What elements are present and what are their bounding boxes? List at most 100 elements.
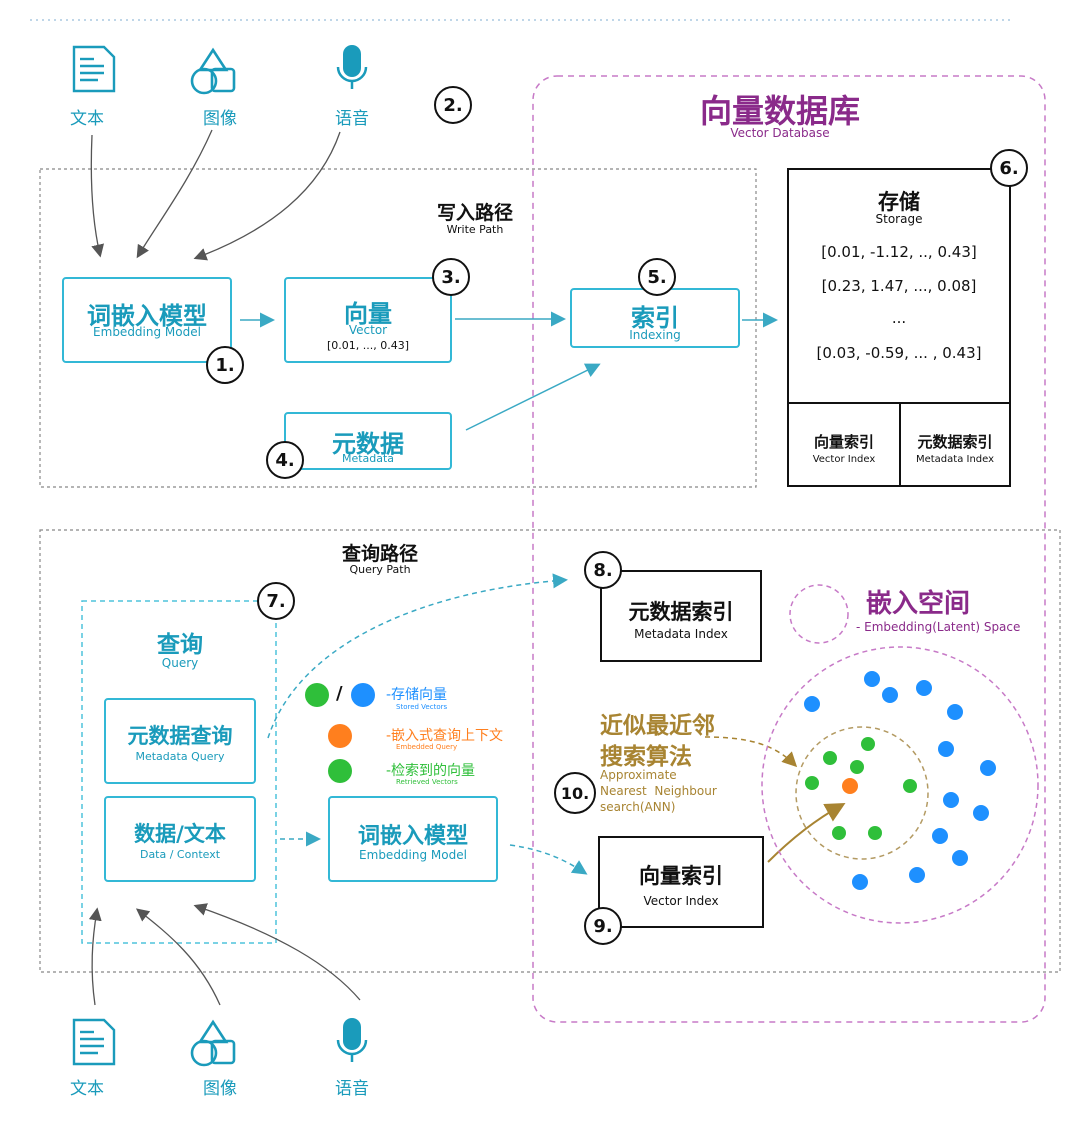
modality-label-image-top: 图像 xyxy=(203,109,237,129)
vector-index-zh: 向量索引 xyxy=(639,864,723,888)
stored-vector-point xyxy=(932,828,948,844)
arrow-image-to-query xyxy=(135,908,221,1006)
write-path-region xyxy=(39,168,757,488)
arrow-metadata-to-indexing xyxy=(465,363,601,431)
data-context-box: 数据/文本 Data / Context xyxy=(104,796,256,882)
retrieved-vector-point xyxy=(861,737,875,751)
image-icon-top xyxy=(190,47,236,95)
stored-vector-point xyxy=(909,867,925,883)
query-path-subtitle: Query Path xyxy=(349,563,411,576)
indexing-box: 索引 Indexing xyxy=(570,288,740,348)
stored-vector-point xyxy=(980,760,996,776)
text-icon-top xyxy=(72,45,116,93)
metadata-en: Metadata xyxy=(341,452,395,465)
embedding-model-write-box: 词嵌入模型 Embedding Model xyxy=(62,277,232,363)
storage-box: 存储 Storage [0.01, -1.12, .., 0.43] [0.23… xyxy=(787,168,1011,487)
vector-db-region xyxy=(532,75,1046,1023)
stored-vector-point xyxy=(804,696,820,712)
vector-en: Vector xyxy=(348,323,388,337)
modality-label-text-top: 文本 xyxy=(70,109,104,129)
query-group-zh: 查询 xyxy=(157,632,203,658)
step-badge-9: 9. xyxy=(584,907,622,945)
ann-en-line1: Approximate xyxy=(600,768,677,782)
storage-en: Storage xyxy=(875,212,923,226)
vector-value: [0.01, ..., 0.43] xyxy=(326,339,410,352)
vector-index-en: Vector Index xyxy=(643,894,719,908)
storage-zh: 存储 xyxy=(878,190,920,214)
modality-label-audio-bottom: 语音 xyxy=(335,1079,369,1099)
legend-dot-blue xyxy=(351,683,375,707)
ann-zh-line2: 搜索算法 xyxy=(600,744,692,770)
storage-vector-index-zh: 向量索引 xyxy=(813,433,874,451)
arrow-ann-to-space xyxy=(704,736,798,768)
query-group-region xyxy=(81,600,277,944)
retrieved-vector-point xyxy=(850,760,864,774)
legend-query-zh: -嵌入式查询上下文 xyxy=(386,728,504,744)
metadata-query-en: Metadata Query xyxy=(135,750,225,763)
metadata-index-box: 元数据索引 Metadata Index xyxy=(600,570,762,662)
retrieved-vector-points xyxy=(805,737,917,840)
arrow-text-to-query xyxy=(88,907,102,1006)
embedding-space-zh: 嵌入空间 xyxy=(866,589,971,619)
embedding-space-legend-circle xyxy=(789,584,849,644)
query-group-en: Query xyxy=(161,656,199,670)
step-badge-6: 6. xyxy=(990,149,1028,187)
modality-label-text-bottom: 文本 xyxy=(70,1079,104,1099)
vector-box: 向量 Vector [0.01, ..., 0.43] xyxy=(284,277,452,363)
stored-vector-point xyxy=(852,874,868,890)
stored-vector-point xyxy=(882,687,898,703)
text-icon-bottom xyxy=(72,1018,116,1066)
storage-row: ... xyxy=(891,309,907,327)
vector-db-subtitle: Vector Database xyxy=(730,126,830,140)
data-context-en: Data / Context xyxy=(139,848,221,861)
stored-vector-point xyxy=(864,671,880,687)
retrieved-vector-point xyxy=(805,776,819,790)
embedding-model-query-en: Embedding Model xyxy=(359,848,467,862)
legend-dot-orange xyxy=(328,724,352,748)
retrieved-vector-point xyxy=(903,779,917,793)
arrow-audio-to-query xyxy=(193,903,361,1001)
embedding-model-write-en: Embedding Model xyxy=(93,325,201,339)
metadata-zh: 元数据 xyxy=(332,430,404,458)
metadata-query-box: 元数据查询 Metadata Query xyxy=(104,698,256,784)
modality-label-image-bottom: 图像 xyxy=(203,1079,237,1099)
step-badge-10: 10. xyxy=(554,772,596,814)
arrow-audio-to-embedding xyxy=(193,131,341,261)
embedding-model-write-zh: 词嵌入模型 xyxy=(87,302,207,330)
indexing-zh: 索引 xyxy=(631,304,679,332)
retrieved-vector-point xyxy=(868,826,882,840)
embedding-space-en: - Embedding(Latent) Space xyxy=(856,620,1021,634)
indexing-en: Indexing xyxy=(629,328,681,342)
metadata-query-zh: 元数据查询 xyxy=(127,724,233,748)
embedding-space-outer xyxy=(761,646,1039,924)
query-path-region xyxy=(39,529,1061,973)
storage-row: [0.03, -0.59, ... , 0.43] xyxy=(816,344,982,362)
step-badge-4: 4. xyxy=(266,441,304,479)
data-context-zh: 数据/文本 xyxy=(134,822,226,846)
metadata-box: 元数据 Metadata xyxy=(284,412,452,470)
arrow-metadata-query-to-metadata-index xyxy=(267,573,568,739)
step-badge-1: 1. xyxy=(206,346,244,384)
ann-en-line3: search(ANN) xyxy=(600,800,676,814)
legend-query-en: Embedded Query xyxy=(396,743,458,751)
step-badge-8: 8. xyxy=(584,551,622,589)
stored-vector-point xyxy=(938,741,954,757)
legend-dot-green xyxy=(305,683,329,707)
vector-index-box: 向量索引 Vector Index xyxy=(598,836,764,928)
metadata-index-en: Metadata Index xyxy=(634,627,728,641)
storage-vector-index-en: Vector Index xyxy=(812,454,876,465)
stored-vector-point xyxy=(973,805,989,821)
arrow-image-to-embedding xyxy=(136,129,213,259)
ann-en-line2: Nearest Neighbour xyxy=(600,784,717,798)
vector-zh: 向量 xyxy=(344,300,392,328)
legend-stored-zh: -存储向量 xyxy=(386,687,448,703)
storage-divider-vertical xyxy=(899,402,901,485)
ann-zh-line1: 近似最近邻 xyxy=(600,713,715,739)
legend-stored-en: Stored Vectors xyxy=(396,703,448,711)
arrow-embedding-to-vector-index xyxy=(509,844,588,875)
storage-metadata-index-zh: 元数据索引 xyxy=(917,433,993,451)
stored-vector-point xyxy=(952,850,968,866)
step-badge-7: 7. xyxy=(257,582,295,620)
microphone-icon-top xyxy=(336,45,368,89)
